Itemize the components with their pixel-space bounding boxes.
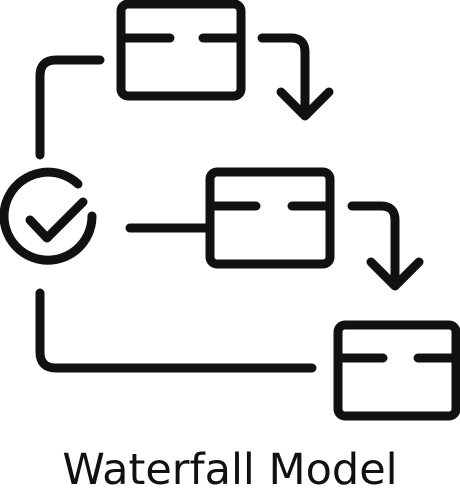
stage-box-3-icon	[333, 320, 460, 421]
check-circle-icon	[0, 167, 97, 265]
connector-bottom-icon	[35, 288, 317, 373]
flow-arrow-1-icon	[257, 33, 334, 121]
stage-box-2-icon	[205, 167, 335, 269]
waterfall-model-icon	[0, 0, 460, 421]
flow-arrow-2-icon	[347, 201, 424, 291]
connector-top-icon	[35, 55, 105, 160]
stage-box-1-icon	[116, 0, 246, 101]
caption-text: Waterfall Model	[62, 445, 398, 495]
